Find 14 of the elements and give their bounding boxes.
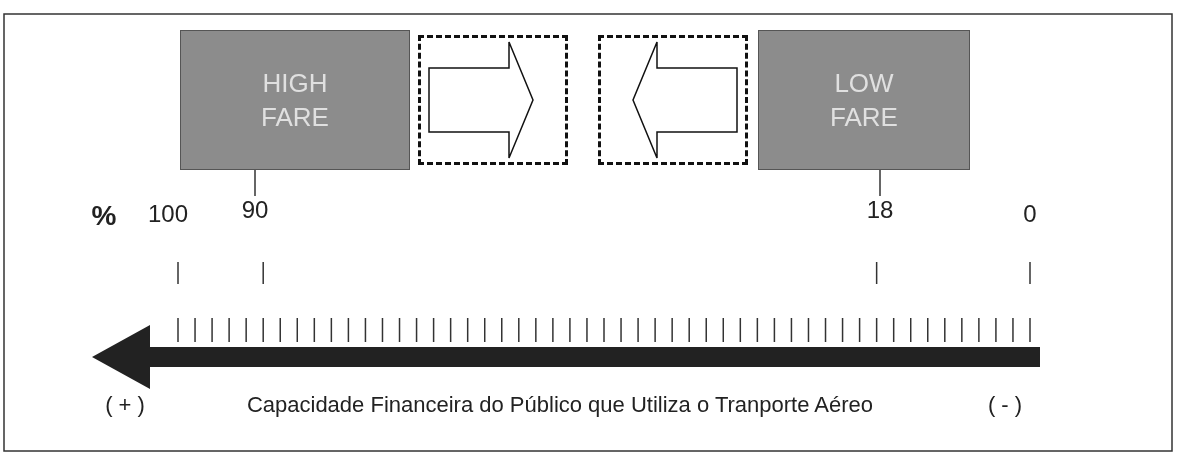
- scale-value: 0: [1022, 200, 1038, 228]
- sign-label: ( + ): [104, 392, 146, 418]
- sign-label: ( - ): [986, 392, 1024, 418]
- unit-label: %: [90, 200, 118, 232]
- scale-value: 100: [146, 200, 189, 228]
- dashed-box: [598, 35, 748, 165]
- dashed-box: [418, 35, 568, 165]
- axis-caption: Capacidade Financeira do Público que Utiliza o Tranporte Aéreo: [245, 392, 875, 418]
- scale-value: 18: [850, 196, 910, 226]
- fare-box: LOW FARE: [758, 30, 970, 170]
- scale-value: 90: [225, 196, 285, 226]
- leader-line: [254, 169, 256, 197]
- leader-line: [879, 169, 881, 197]
- fare-box: HIGH FARE: [180, 30, 410, 170]
